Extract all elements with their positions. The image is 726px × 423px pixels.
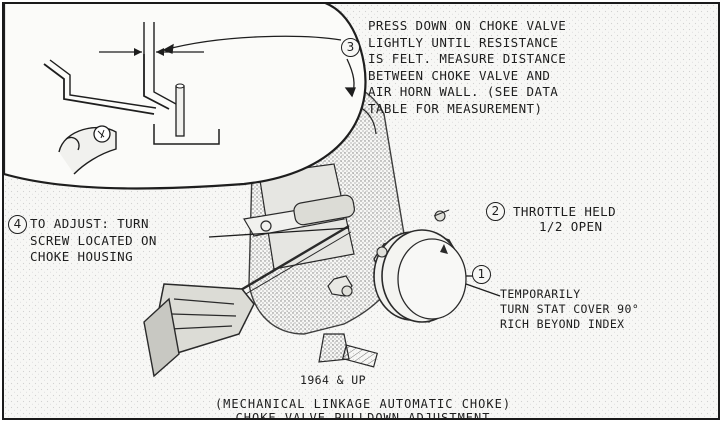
callout-1-line: TEMPORARILY [500,287,581,301]
choke-housing [341,209,467,323]
callout-3-line: LIGHTLY UNTIL RESISTANCE [368,34,559,50]
callout-2-line: 1/2 OPEN [539,219,603,234]
callout-3-line: IS FELT. MEASURE DISTANCE [368,51,567,66]
screwdriver [143,224,352,378]
year-label: 1964 & UP [300,373,366,387]
callout-4-line: SCREW LOCATED ON [30,232,157,248]
diagram-frame: 3 PRESS DOWN ON CHOKE VALVE LIGHTLY UNTI… [2,2,720,420]
callout-4-line: TO ADJUST: TURN [30,216,149,231]
callout-1-line: RICH BEYOND INDEX [500,317,625,331]
callout-2-text: THROTTLE HELD 1/2 OPEN [513,204,616,234]
callout-number-1: 1 [472,265,491,284]
callout-4-text: TO ADJUST: TURN SCREW LOCATED ON CHOKE H… [30,216,157,266]
callout-number-4: 4 [8,215,27,234]
carburetor-illustration [4,4,718,418]
callout-3-line: PRESS DOWN ON CHOKE VALVE [368,18,567,33]
callout-1-text: TEMPORARILY TURN STAT COVER 90° RICH BEY… [500,287,639,332]
caption-line-2: CHOKE VALVE PULLDOWN ADJUSTMENT [235,411,491,420]
callout-number-3: 3 [341,38,360,57]
caption-line-1: (MECHANICAL LINKAGE AUTOMATIC CHOKE) [214,397,512,411]
callout-4-line: CHOKE HOUSING [30,249,134,264]
callout-1-line: TURN STAT COVER 90° [500,302,640,316]
callout-3-line: AIR HORN WALL. (SEE DATA [368,84,559,99]
callout-number-2: 2 [486,202,505,221]
callout-2-line: THROTTLE HELD [513,204,617,219]
detail-inset [4,4,367,190]
callout-3-line: BETWEEN CHOKE VALVE AND [368,67,551,83]
callout-3-text: PRESS DOWN ON CHOKE VALVE LIGHTLY UNTIL … [368,18,566,117]
callout-3-line: TABLE FOR MEASUREMENT) [368,100,543,116]
